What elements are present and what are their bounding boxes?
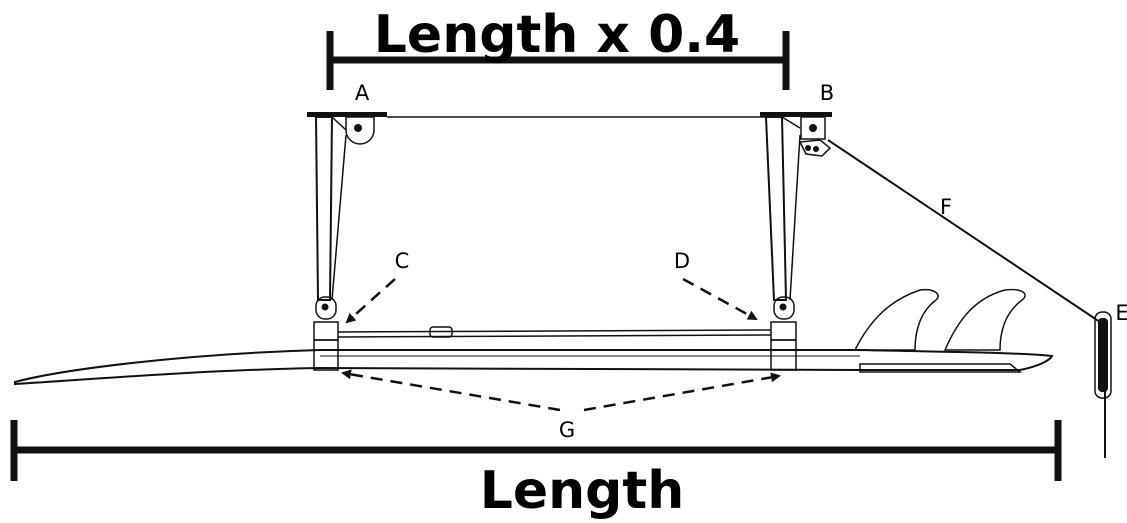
ceiling-mount-b: [760, 112, 832, 157]
strap-left: [313, 116, 347, 371]
surfboard: [14, 349, 1054, 386]
arrow-g-right: [583, 372, 781, 412]
strap-buckle: [429, 326, 453, 338]
bottom-dimension: Length: [10, 420, 1062, 521]
callout-arrows: [341, 277, 781, 412]
top-dimension: Length x 0.4: [326, 5, 790, 90]
callout-labels: A B C D E F G: [355, 81, 1127, 442]
bottom-dimension-label: Length: [480, 461, 685, 521]
callout-f: F: [940, 195, 952, 219]
arrow-c: [345, 278, 396, 324]
callout-d: D: [674, 249, 690, 273]
wall-anchor-e: [1094, 311, 1112, 458]
callout-e: E: [1115, 301, 1127, 325]
tension-line: [827, 139, 1101, 323]
arrow-d: [682, 277, 758, 321]
callout-a: A: [355, 81, 370, 105]
arrow-g-left: [341, 369, 561, 412]
top-dimension-label: Length x 0.4: [374, 5, 740, 65]
callout-c: C: [395, 249, 410, 273]
ceiling-mount-a: [307, 112, 765, 145]
callout-g: G: [559, 418, 575, 442]
callout-b: B: [820, 81, 834, 105]
surfboard-fins: [853, 288, 1026, 351]
strap-right: [764, 116, 801, 371]
cross-strap: [337, 326, 772, 338]
